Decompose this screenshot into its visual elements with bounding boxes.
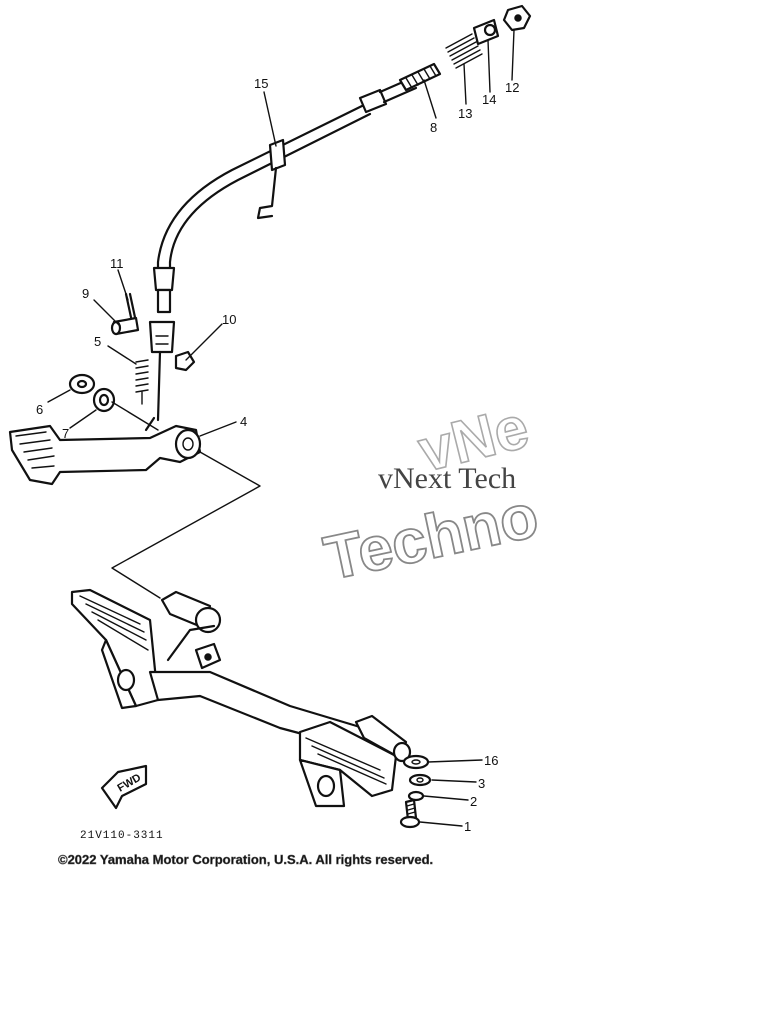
callout-labels: 15 8 13 14 12 11 9 10 5 6 7 4 16 3 2 1 xyxy=(36,76,519,834)
callout-16: 16 xyxy=(484,753,498,768)
footrest-frame xyxy=(70,588,412,808)
copyright-notice: ©2022 Yamaha Motor Corporation, U.S.A. A… xyxy=(58,852,433,867)
callout-7: 7 xyxy=(62,426,69,441)
watermark-text-large: Techno xyxy=(319,481,544,593)
callout-14: 14 xyxy=(482,92,496,107)
callout-13: 13 xyxy=(458,106,472,121)
callout-6: 6 xyxy=(36,402,43,417)
callout-10: 10 xyxy=(222,312,236,327)
bolt-1 xyxy=(399,798,421,829)
brake-cable xyxy=(148,62,442,422)
washer-3 xyxy=(408,773,432,787)
washer-7 xyxy=(92,387,116,413)
joint-14 xyxy=(472,18,500,46)
callout-15: 15 xyxy=(254,76,268,91)
callout-11: 11 xyxy=(110,256,124,271)
callout-1: 1 xyxy=(464,819,471,834)
washer-16 xyxy=(402,754,430,770)
callout-12: 12 xyxy=(505,80,519,95)
watermark: vNe vNext Tech Techno xyxy=(318,392,545,594)
forward-direction-arrow: FWD xyxy=(100,764,148,810)
spring-5 xyxy=(135,359,149,405)
callout-2: 2 xyxy=(470,794,477,809)
callout-5: 5 xyxy=(94,334,101,349)
cable-bracket xyxy=(256,138,287,220)
lock-washer-2 xyxy=(407,790,425,802)
diagram-part-code: 21V110-3311 xyxy=(80,830,164,842)
washer-6 xyxy=(68,373,96,395)
brake-pedal xyxy=(8,416,202,486)
adjusting-nut-12 xyxy=(502,4,532,32)
callout-9: 9 xyxy=(82,286,89,301)
leader-lines xyxy=(47,29,515,827)
callout-3: 3 xyxy=(478,776,485,791)
assembly-guide-line xyxy=(111,451,261,599)
callout-8: 8 xyxy=(430,120,437,135)
pin-9 xyxy=(110,316,140,336)
watermark-text-main: vNext Tech xyxy=(378,462,516,495)
spring-13 xyxy=(445,33,483,69)
callout-4: 4 xyxy=(240,414,247,429)
